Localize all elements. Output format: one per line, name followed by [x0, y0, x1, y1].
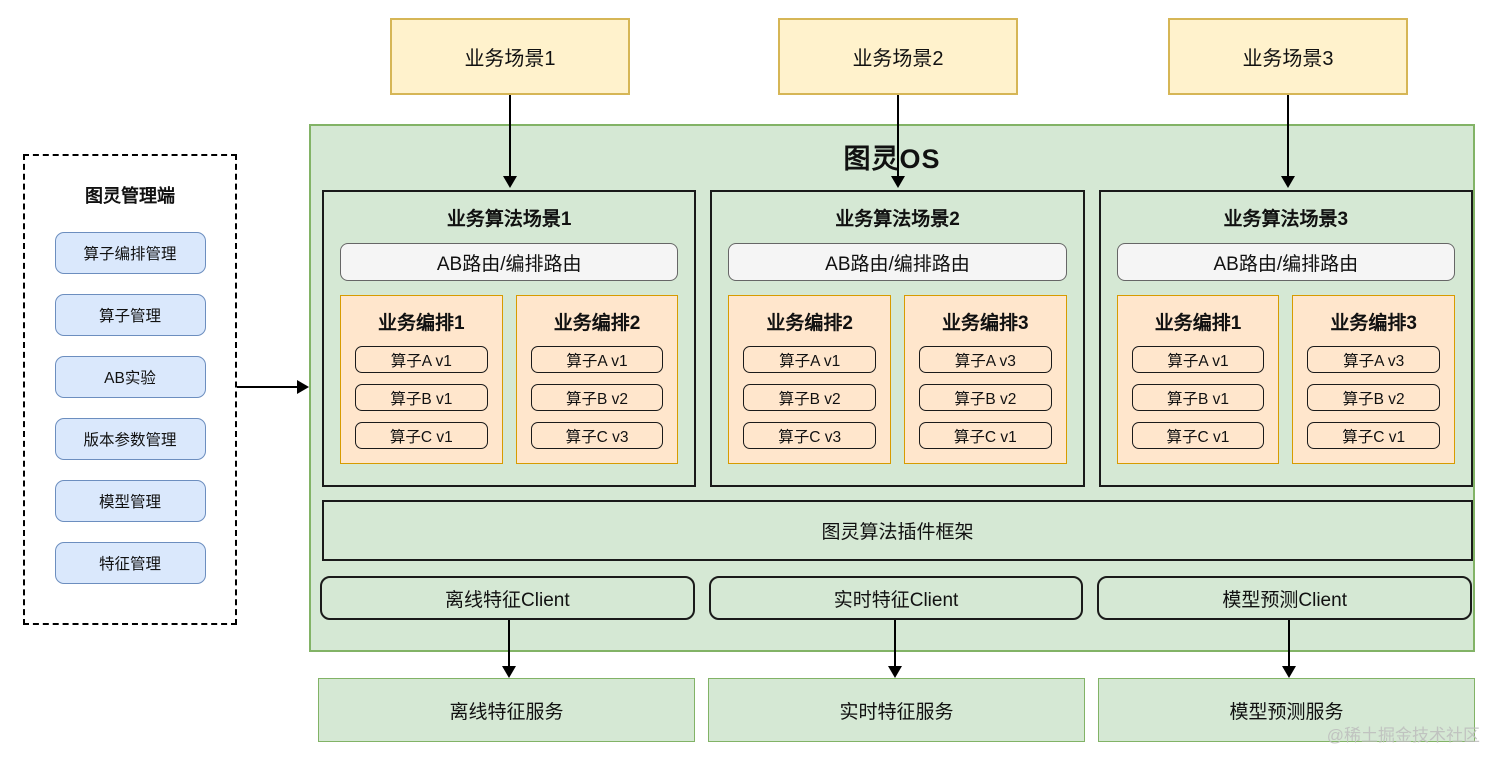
operator-box: 算子C v1: [355, 422, 488, 449]
orchestration-row: 业务编排2 算子A v1 算子B v2 算子C v3 业务编排3 算子A v3 …: [728, 295, 1067, 464]
client-box-realtime-feature: 实时特征Client: [708, 576, 1084, 620]
operator-box: 算子B v1: [1131, 384, 1265, 411]
algorithm-scene-columns: 业务算法场景1 AB路由/编排路由 业务编排1 算子A v1 算子B v1 算子…: [322, 190, 1473, 487]
admin-item-feature-mgmt: 特征管理: [54, 542, 206, 584]
business-scene-3: 业务场景3: [1168, 18, 1408, 95]
business-scene-2: 业务场景2: [778, 18, 1018, 95]
orchestration-title: 业务编排2: [766, 313, 853, 334]
business-scene-2-label: 业务场景2: [852, 48, 944, 70]
arrow-client-2-to-service-icon: [888, 620, 902, 678]
ab-router-box-2: AB路由/编排路由: [728, 243, 1067, 281]
operator-box: 算子B v2: [919, 384, 1052, 411]
operator-box: 算子A v3: [919, 346, 1052, 373]
operator-box: 算子A v1: [1131, 346, 1265, 373]
arrow-client-3-to-service-icon: [1282, 620, 1296, 678]
algorithm-scene-column-1: 业务算法场景1 AB路由/编排路由 业务编排1 算子A v1 算子B v1 算子…: [322, 190, 697, 487]
orchestration-title: 业务编排2: [553, 313, 641, 334]
service-box-realtime-feature: 实时特征服务: [708, 678, 1085, 742]
plugin-framework-bar: 图灵算法插件框架: [322, 500, 1473, 561]
operator-box: 算子A v3: [1307, 346, 1440, 373]
orchestration-title: 业务编排3: [1330, 313, 1417, 334]
orchestration-box: 业务编排1 算子A v1 算子B v1 算子C v1: [340, 295, 503, 464]
operator-box: 算子C v1: [1307, 422, 1440, 449]
admin-item-version-param-mgmt: 版本参数管理: [54, 418, 206, 460]
turing-admin-panel: 图灵管理端 算子编排管理 算子管理 AB实验 版本参数管理 模型管理 特征管理: [23, 154, 237, 625]
operator-box: 算子C v3: [743, 422, 876, 449]
operator-box: 算子B v2: [743, 384, 876, 411]
service-box-offline-feature: 离线特征服务: [318, 678, 695, 742]
ab-router-box-1: AB路由/编排路由: [340, 243, 679, 281]
business-scene-1: 业务场景1: [390, 18, 630, 95]
orchestration-box: 业务编排1 算子A v1 算子B v1 算子C v1: [1116, 295, 1280, 464]
orchestration-box: 业务编排3 算子A v3 算子B v2 算子C v1: [1292, 295, 1455, 464]
orchestration-box: 业务编排2 算子A v1 算子B v2 算子C v3: [515, 295, 679, 464]
client-row: 离线特征Client 实时特征Client 模型预测Client: [320, 576, 1473, 620]
algorithm-scene-column-3: 业务算法场景3 AB路由/编排路由 业务编排1 算子A v1 算子B v1 算子…: [1098, 190, 1473, 487]
orchestration-row: 业务编排1 算子A v1 算子B v1 算子C v1 业务编排2 算子A v1 …: [340, 295, 679, 464]
business-scene-3-label: 业务场景3: [1242, 48, 1334, 70]
operator-box: 算子C v1: [1131, 422, 1265, 449]
admin-panel-title: 图灵管理端: [85, 186, 175, 206]
orchestration-title: 业务编排3: [942, 313, 1029, 334]
orchestration-title: 业务编排1: [1154, 313, 1242, 334]
orchestration-box: 业务编排3 算子A v3 算子B v2 算子C v1: [904, 295, 1067, 464]
algorithm-scene-column-2: 业务算法场景2 AB路由/编排路由 业务编排2 算子A v1 算子B v2 算子…: [710, 190, 1085, 487]
watermark: @稀土掘金技术社区: [1326, 726, 1480, 745]
operator-box: 算子A v1: [743, 346, 876, 373]
client-box-offline-feature: 离线特征Client: [320, 576, 695, 620]
operator-box: 算子C v1: [919, 422, 1052, 449]
ab-router-box-3: AB路由/编排路由: [1116, 243, 1455, 281]
arrow-client-1-to-service-icon: [502, 620, 516, 678]
operator-box: 算子B v1: [355, 384, 488, 411]
algorithm-scene-3-title: 业务算法场景3: [1223, 209, 1349, 230]
orchestration-box: 业务编排2 算子A v1 算子B v2 算子C v3: [728, 295, 891, 464]
operator-box: 算子A v1: [355, 346, 488, 373]
admin-item-operator-mgmt: 算子管理: [54, 294, 206, 336]
business-scene-1-label: 业务场景1: [464, 48, 556, 70]
turing-os-container: [309, 124, 1475, 652]
operator-box: 算子B v2: [1307, 384, 1440, 411]
admin-menu: 算子编排管理 算子管理 AB实验 版本参数管理 模型管理 特征管理: [54, 232, 206, 584]
arrow-admin-to-os-icon: [237, 380, 309, 394]
arrow-scene-1-to-os-icon: [503, 95, 517, 188]
algorithm-scene-1-title: 业务算法场景1: [446, 209, 572, 230]
operator-box: 算子A v1: [530, 346, 664, 373]
arrow-scene-3-to-os-icon: [1281, 95, 1295, 188]
admin-item-model-mgmt: 模型管理: [54, 480, 206, 522]
turing-os-title: 图灵OS: [843, 144, 941, 174]
service-row: 离线特征服务 实时特征服务 模型预测服务: [318, 678, 1475, 742]
orchestration-title: 业务编排1: [378, 313, 465, 334]
operator-box: 算子C v3: [530, 422, 664, 449]
algorithm-scene-2-title: 业务算法场景2: [835, 209, 960, 230]
operator-box: 算子B v2: [530, 384, 664, 411]
admin-item-ab-experiment: AB实验: [54, 356, 206, 398]
service-box-model-predict: 模型预测服务: [1098, 678, 1475, 742]
orchestration-row: 业务编排1 算子A v1 算子B v1 算子C v1 业务编排3 算子A v3 …: [1116, 295, 1455, 464]
arrow-scene-2-to-os-icon: [891, 95, 905, 188]
client-box-model-predict: 模型预测Client: [1097, 576, 1473, 620]
admin-item-operator-orchestration-mgmt: 算子编排管理: [54, 232, 206, 274]
